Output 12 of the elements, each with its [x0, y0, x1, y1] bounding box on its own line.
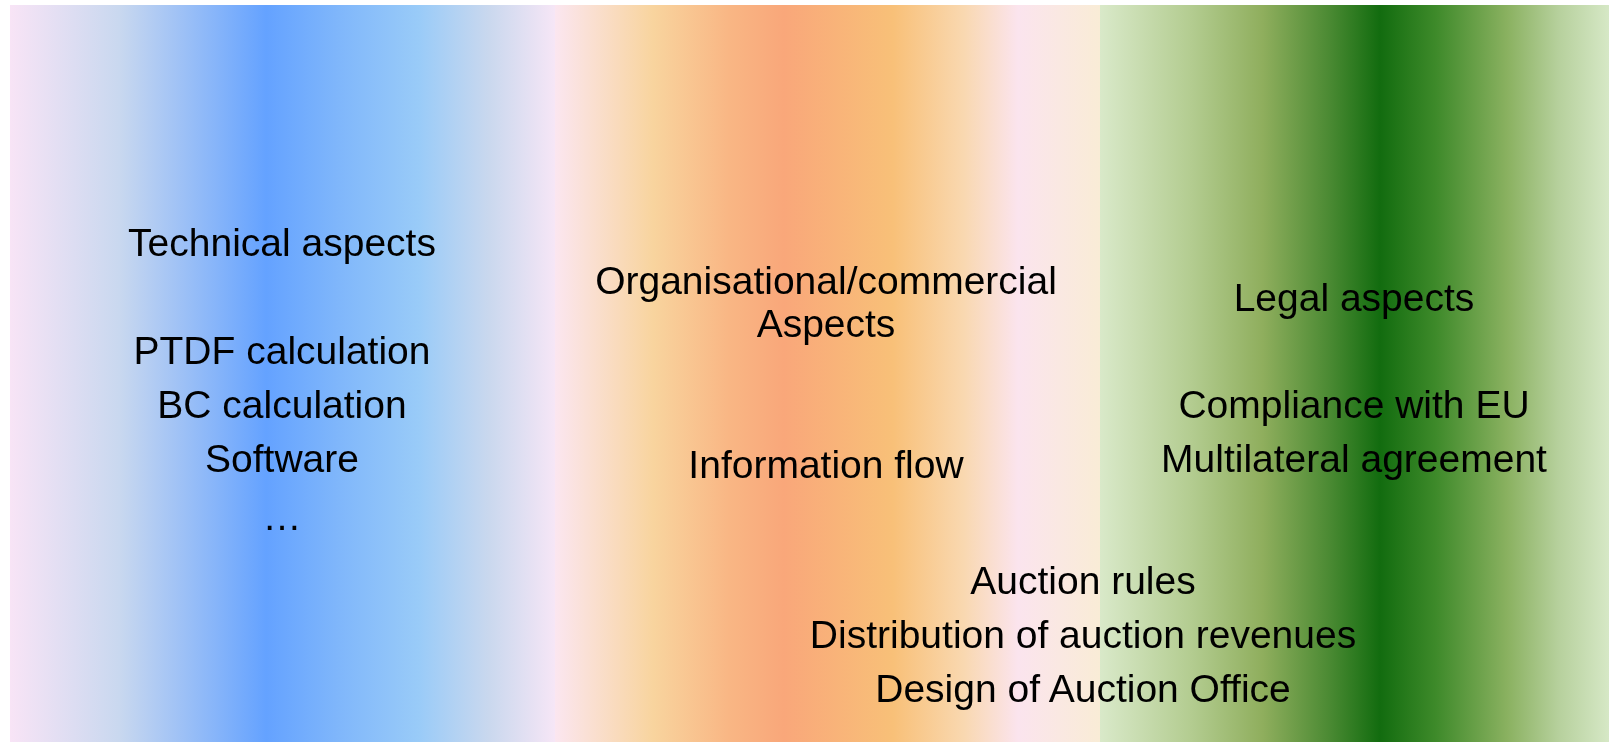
- aspect-label: Distribution of auction revenues: [809, 613, 1357, 657]
- band-item: BC calculation: [157, 383, 407, 427]
- aspect-label: Design of Auction Office: [875, 667, 1291, 711]
- aspect-label: Auction rules: [970, 559, 1196, 603]
- band-item: …: [262, 495, 302, 539]
- band-item: Software: [205, 437, 359, 481]
- band-heading: Technical aspects: [128, 221, 436, 265]
- band-item: Information flow: [688, 443, 964, 487]
- gradient-band: [10, 5, 555, 742]
- band-heading: Legal aspects: [1233, 276, 1475, 320]
- band-item: PTDF calculation: [133, 329, 431, 373]
- band-heading: Organisational/commercial Aspects: [594, 260, 1058, 346]
